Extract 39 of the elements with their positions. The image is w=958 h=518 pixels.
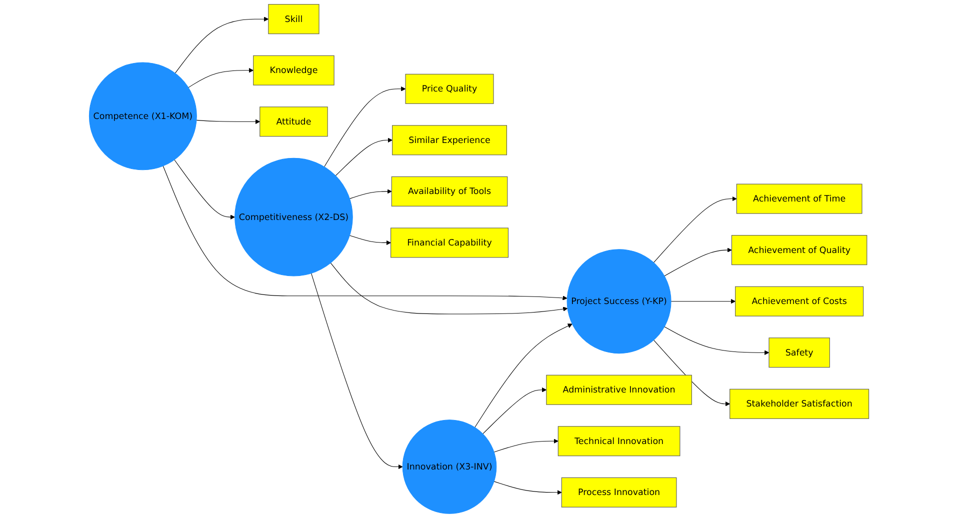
- node-box: Achievement of Quality: [731, 235, 868, 266]
- arrow: [349, 235, 391, 246]
- node-box: Knowledge: [253, 55, 334, 86]
- arrow: [664, 326, 770, 355]
- arrow: [324, 86, 406, 168]
- arrow: [482, 387, 547, 434]
- arrow: [494, 481, 562, 495]
- node-box: Price Quality: [405, 74, 494, 104]
- node-circle: Project Success (Y-KP): [566, 249, 672, 354]
- node-circle: Competitiveness (X2-DS): [234, 158, 353, 276]
- node-box: Achievement of Costs: [735, 286, 864, 316]
- arrow: [188, 68, 254, 88]
- arrow: [349, 189, 392, 199]
- node-box: Stakeholder Satisfaction: [730, 388, 870, 419]
- arrow: [653, 196, 737, 263]
- node-box: Similar Experience: [392, 125, 507, 156]
- node-box: Skill: [268, 4, 320, 34]
- node-box: Financial Capability: [390, 228, 509, 258]
- arrow: [474, 324, 572, 428]
- arrow: [653, 340, 730, 406]
- arrow: [664, 248, 732, 276]
- arrow: [311, 273, 403, 470]
- node-box: Process Innovation: [561, 477, 677, 508]
- node-box: Administrative Innovation: [546, 374, 692, 405]
- arrow: [174, 16, 269, 74]
- node-circle: Competence (X1-KOM): [88, 62, 197, 170]
- arrow: [196, 119, 260, 124]
- node-box: Attitude: [260, 106, 328, 137]
- node-box: Safety: [768, 338, 830, 368]
- arrow: [330, 262, 568, 314]
- arrow: [174, 159, 236, 220]
- arrow: [162, 166, 568, 300]
- node-box: Achievement of Time: [736, 184, 862, 214]
- node-circle: Innovation (X3-INV): [402, 420, 497, 514]
- arrow: [335, 138, 393, 176]
- arrow: [670, 298, 736, 304]
- node-box: Technical Innovation: [558, 426, 680, 456]
- node-box: Availability of Tools: [391, 176, 508, 206]
- arrow: [494, 438, 558, 452]
